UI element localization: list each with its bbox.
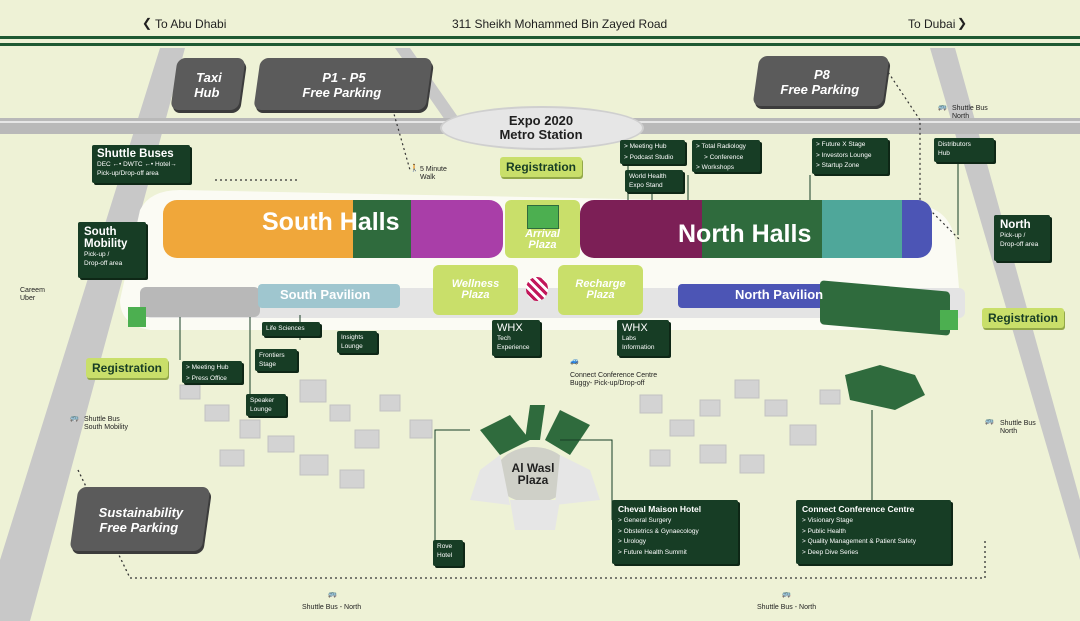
- bus-icon: 🚌: [70, 415, 79, 422]
- p8-parking: P8 Free Parking: [752, 56, 890, 106]
- walk-label: 5 Minute Walk: [420, 166, 447, 181]
- recharge-plaza: [558, 265, 643, 315]
- rove-hotel-box: Rove Hotel: [433, 540, 463, 566]
- shuttle-south-mobility-label: Shuttle Bus South Mobility: [84, 416, 128, 431]
- bus-icon: 🚌: [985, 418, 994, 425]
- shuttle-bottom-left-label: Shuttle Bus - North: [302, 604, 362, 611]
- whx-tech-box: WHX Tech Experience: [492, 320, 540, 356]
- south-pavilion: [258, 284, 400, 308]
- shuttle-buses-box: Shuttle Buses DEC ←• DWTC ←• Hotel→ Pick…: [92, 145, 190, 183]
- insights-lounge-box: Insights Lounge: [337, 331, 377, 353]
- arrival-building: [527, 205, 559, 229]
- cheval-maison-box: Cheval Maison Hotel General Surgery Obst…: [612, 500, 738, 564]
- connect-conference-box: Connect Conference Centre Visionary Stag…: [796, 500, 951, 564]
- bus-icon: 🚌: [328, 591, 337, 598]
- registration-left: Registration: [86, 358, 169, 378]
- direction-abu-dhabi: To Abu Dhabi: [155, 17, 227, 31]
- world-health-box: World Health Expo Stand: [625, 170, 683, 192]
- art-installation-icon: [526, 277, 548, 301]
- shuttle-north-right-label: Shuttle Bus North: [1000, 420, 1036, 435]
- sustainability-parking: Sustainability Free Parking: [69, 487, 211, 551]
- future-x-box: Future X StageInvestors LoungeStartup Zo…: [812, 138, 888, 174]
- road-stripe: [0, 43, 1080, 46]
- metro-station: [440, 106, 644, 150]
- registration-right: Registration: [982, 308, 1065, 328]
- south-pavilion-entrance: [128, 307, 146, 327]
- direction-dubai: To Dubai: [908, 17, 956, 31]
- p1-p5-parking: P1 - P5 Free Parking: [253, 58, 433, 110]
- chevron-right-icon: ❯: [957, 16, 968, 30]
- speaker-lounge-box: Speaker Lounge: [246, 394, 286, 416]
- road-stripe: [0, 36, 1080, 39]
- meeting-hub-press-box: Meeting HubPress Office: [182, 361, 242, 383]
- walk-icon: 🚶: [410, 165, 419, 172]
- north-pavilion-entrance: [940, 310, 958, 330]
- careem-uber-label: Careem Uber: [20, 287, 45, 302]
- south-mobility-box: South Mobility Pick-up / Drop-off area: [78, 222, 146, 278]
- north-pavilion-label: North Pavilion: [735, 287, 824, 302]
- wellness-plaza: [433, 265, 518, 315]
- life-sciences-box: Life Sciences: [262, 322, 320, 336]
- meeting-hub-podcast-box: Meeting HubPodcast Studio: [620, 140, 685, 164]
- bus-icon: 🚌: [938, 104, 947, 111]
- north-pavilion: [678, 284, 838, 308]
- al-wasl-plaza-label: Al Wasl Plaza: [511, 461, 555, 487]
- frontiers-stage-box: Frontiers Stage: [255, 349, 297, 371]
- north-halls: [580, 200, 932, 258]
- south-halls: [163, 200, 503, 258]
- shuttle-north-top-label: Shuttle Bus North: [952, 105, 988, 120]
- shuttle-bottom-right-label: Shuttle Bus - North: [757, 604, 817, 611]
- metro-station-label: Expo 2020 Metro Station: [499, 113, 583, 142]
- taxi-hub: Taxi Hub: [170, 58, 246, 110]
- distributors-hub-box: Distributors Hub: [934, 138, 994, 162]
- wellness-plaza-label: Wellness Plaza: [451, 278, 500, 301]
- bus-icon: 🚌: [782, 591, 791, 598]
- header-bar: ❮ To Abu Dhabi 311 Sheikh Mohammed Bin Z…: [0, 0, 1080, 36]
- buggy-icon: 🚙: [570, 358, 579, 365]
- south-pavilion-label: South Pavilion: [280, 287, 371, 302]
- registration-top: Registration: [500, 157, 583, 177]
- chevron-left-icon: ❮: [142, 16, 153, 30]
- north-halls-label: North Halls: [678, 220, 812, 248]
- buggy-label: Connect Conference Centre Buggy- Pick-up…: [570, 372, 658, 387]
- road-name: 311 Sheikh Mohammed Bin Zayed Road: [452, 17, 668, 31]
- arrival-plaza-label: Arrival Plaza: [525, 228, 560, 251]
- south-pavilion-gray: [140, 287, 260, 317]
- north-box: North Pick-up / Drop-off area: [994, 215, 1050, 261]
- total-radiology-box: Total RadiologyConferenceWorkshops: [692, 140, 760, 172]
- south-halls-label: South Halls: [262, 208, 400, 236]
- whx-labs-box: WHX Labs Information: [617, 320, 669, 356]
- recharge-plaza-label: Recharge Plaza: [575, 278, 626, 301]
